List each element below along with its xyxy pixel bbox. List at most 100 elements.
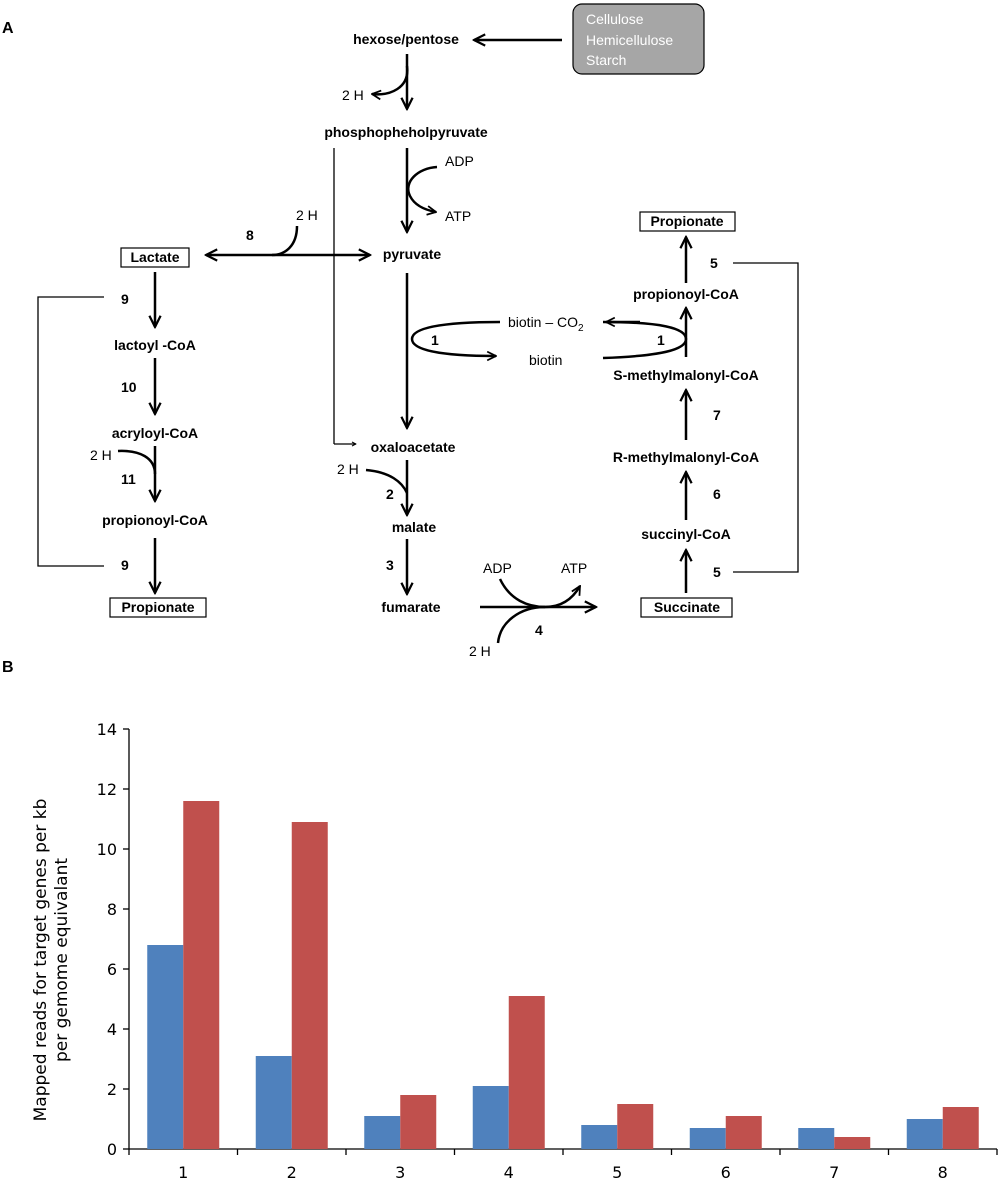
arrow-adp-atp-a (407, 165, 437, 212)
step-3: 3 (386, 557, 394, 573)
cofactor-2h-e: 2 H (469, 643, 491, 659)
compound-phosphoenolpyruvate: phosphopheholpyruvate (324, 124, 488, 140)
cofactor-adp-b: ADP (483, 560, 512, 576)
y-tick-label: 12 (97, 780, 117, 799)
co2-subscript: 2 (578, 323, 584, 334)
step-9-bottom: 9 (121, 557, 129, 573)
bar-series-1-cat-4 (472, 1086, 509, 1149)
propionate-right-box (639, 211, 736, 232)
cofactor-atp-a: ATP (445, 208, 471, 224)
cofactor-adp-a: ADP (445, 153, 474, 169)
y-tick-label: 2 (107, 1080, 117, 1099)
compound-lactate: Lactate (130, 249, 179, 265)
step-9-top: 9 (121, 291, 129, 307)
bar-series-1-cat-2 (255, 1056, 292, 1149)
compound-propionoyl-coa-left: propionoyl-CoA (102, 512, 208, 528)
bar-series-2-cat-6 (725, 1116, 762, 1149)
step-11: 11 (121, 471, 136, 487)
compound-acryloyl-coa: acryloyl-CoA (112, 425, 198, 441)
step-4: 4 (535, 622, 543, 638)
compound-s-methylmalonyl-coa: S-methylmalonyl-CoA (613, 367, 758, 383)
y-tick-label: 0 (107, 1140, 117, 1159)
x-tick-label: 4 (504, 1163, 514, 1182)
bar-series-1-cat-1 (147, 945, 184, 1149)
compound-pyruvate: pyruvate (383, 246, 442, 262)
x-tick-label: 5 (612, 1163, 622, 1182)
compound-propionate-left: Propionate (121, 599, 194, 615)
cofactor-biotin: biotin (529, 352, 562, 368)
cofactor-2h-c: 2 H (90, 447, 112, 463)
cofactor-2h-a: 2 H (342, 87, 364, 103)
compound-succinate: Succinate (654, 599, 720, 615)
step-8: 8 (246, 227, 254, 243)
bar-series-2-cat-4 (508, 996, 545, 1149)
x-tick-label: 8 (938, 1163, 948, 1182)
panel-a-label: A (2, 20, 14, 37)
cofactor-2h-d: 2 H (337, 461, 359, 477)
x-tick-label: 2 (287, 1163, 297, 1182)
cofactor-biotin-co2: biotin – CO2 (508, 314, 584, 334)
compound-propionate-right: Propionate (650, 213, 723, 229)
compound-oxaloacetate: oxaloacetate (371, 439, 456, 455)
bar-series-2-cat-7 (834, 1137, 871, 1149)
y-tick-label: 8 (107, 900, 117, 919)
arrow-adp-atp-b (498, 578, 582, 609)
propionate-left-box (109, 597, 207, 618)
step-1-left: 1 (431, 332, 439, 348)
bar-series-1-cat-6 (689, 1128, 726, 1149)
step-5-top: 5 (710, 255, 718, 271)
y-axis-title: Mapped reads for target genes per kb per… (31, 799, 72, 1122)
bar-series-1-cat-8 (906, 1119, 943, 1149)
lactate-box (120, 247, 190, 268)
cofactor-atp-b: ATP (561, 560, 587, 576)
arrow-2h-acryloyl (117, 449, 157, 475)
x-tick-label: 1 (178, 1163, 188, 1182)
bar-series-2-cat-1 (183, 801, 220, 1149)
y-tick-label: 6 (107, 960, 117, 979)
succinate-box (640, 597, 733, 618)
step-5-bottom: 5 (713, 564, 721, 580)
panel-a: A Cellulose Hemicellulose Starch hexose/… (2, 3, 799, 659)
cofactor-2h-b: 2 H (296, 207, 318, 223)
panel-b-label: B (2, 659, 14, 676)
x-tick-label: 7 (829, 1163, 839, 1182)
arrow-biotin-cycle-right (602, 320, 688, 360)
arrow-2h-release-a (372, 65, 409, 94)
bar-series-2-cat-3 (400, 1095, 437, 1149)
bar-series-2-cat-5 (617, 1104, 654, 1149)
y-tick-label: 14 (97, 720, 117, 739)
x-tick-label: 6 (721, 1163, 731, 1182)
arrow-biotin-cycle-left (410, 320, 501, 356)
x-tick-label: 3 (395, 1163, 405, 1182)
y-tick-label: 4 (107, 1020, 117, 1039)
compound-succinyl-coa: succinyl-CoA (641, 526, 730, 542)
substrate-hemicellulose: Hemicellulose (586, 32, 673, 48)
substrate-cellulose: Cellulose (586, 11, 644, 27)
bar-series-1-cat-5 (581, 1125, 618, 1149)
compound-lactoyl-coa: lactoyl -CoA (114, 337, 196, 353)
substrate-starch: Starch (586, 52, 626, 68)
compound-propionoyl-coa-right: propionoyl-CoA (633, 286, 739, 302)
bracket-step-9 (37, 296, 104, 567)
arrow-2h-fumarate (496, 605, 546, 644)
y-axis-title-line1: Mapped reads for target genes per kb (31, 799, 51, 1122)
compound-malate: malate (392, 519, 437, 535)
step-1-right: 1 (657, 332, 665, 348)
step-10: 10 (121, 379, 137, 395)
substrate-box (572, 3, 705, 75)
step-6: 6 (713, 486, 721, 502)
bracket-step-5 (733, 262, 799, 573)
y-axis-title-line2: per gemome equivalant (52, 858, 72, 1062)
y-tick-label: 10 (97, 840, 117, 859)
bar-series-2-cat-2 (291, 822, 328, 1149)
bar-series-1-cat-7 (798, 1128, 835, 1149)
panel-b: B Mapped reads for target genes per kb p… (2, 659, 998, 1182)
compound-hexose-pentose: hexose/pentose (353, 31, 459, 47)
arrow-2h-lactate (271, 225, 299, 257)
compound-r-methylmalonyl-coa: R-methylmalonyl-CoA (613, 449, 759, 465)
arrow-2h-oxaloacetate (365, 468, 409, 494)
step-2: 2 (386, 486, 394, 502)
step-7: 7 (713, 407, 721, 423)
